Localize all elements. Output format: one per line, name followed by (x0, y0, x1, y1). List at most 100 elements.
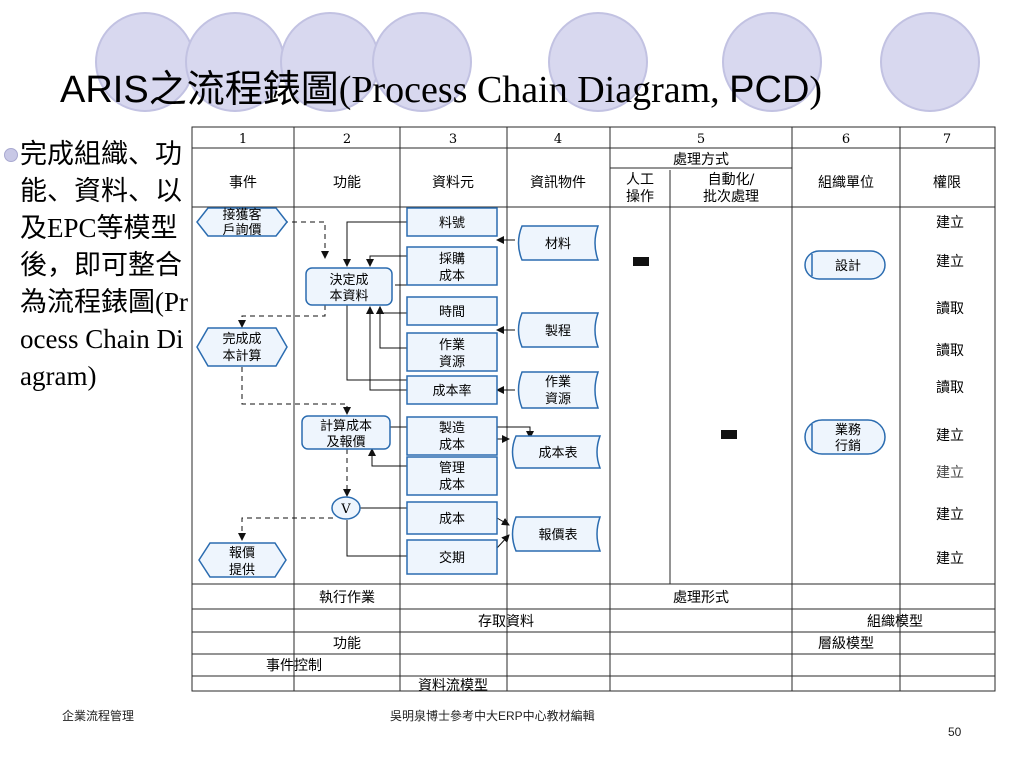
legend-exec-ops: 執行作業 (319, 590, 375, 606)
function-box (305, 267, 393, 306)
data-element-label: 交期 (439, 550, 465, 566)
function-label: 及報價 (326, 435, 365, 450)
connector-circle (331, 496, 361, 520)
footer-left: 企業流程管理 (62, 709, 135, 723)
org-unit-label: 業務 (835, 422, 861, 438)
data-element-label: 製造 (439, 421, 465, 436)
header-info-object: 資訊物件 (530, 175, 586, 191)
legend-data-flow-model: 資料流模型 (418, 678, 488, 694)
header-automated: 自動化/ (708, 172, 755, 188)
event-label: 報價 (229, 546, 255, 561)
header-data-element: 資料元 (432, 175, 474, 191)
info-object-label: 作業 (545, 374, 571, 390)
data-element-label: 時間 (439, 305, 465, 320)
event-label: 完成成 (222, 332, 261, 347)
flow-line (496, 517, 510, 526)
legend-org-model: 組織模型 (867, 614, 923, 630)
data-element-box (406, 332, 498, 372)
title-abbr: PCD (729, 69, 810, 111)
col-number: 2 (343, 132, 351, 147)
org-unit-shape (804, 250, 886, 280)
bullet-icon (4, 148, 18, 162)
flow-line (346, 520, 407, 557)
info-object-shape (517, 371, 600, 409)
manual-marker (633, 257, 649, 266)
function-label: 本資料 (329, 289, 368, 304)
data-element-box (406, 416, 498, 456)
flow-line (376, 306, 407, 314)
flow-line (238, 517, 333, 541)
legend-function: 功能 (333, 636, 361, 652)
col-number: 1 (239, 132, 247, 147)
decor-circle (722, 12, 822, 112)
info-object-shape (517, 312, 600, 348)
col-number: 5 (697, 132, 705, 147)
data-element-label: 資源 (439, 355, 465, 370)
info-object-label: 資源 (545, 392, 571, 407)
info-object-shape (517, 225, 600, 261)
col-number: 4 (554, 132, 562, 147)
data-element-box (406, 375, 498, 405)
permission-label: 讀取 (936, 343, 964, 359)
data-element-label: 成本 (439, 438, 465, 453)
flow-line (368, 448, 407, 467)
data-element-label: 管理 (439, 461, 465, 476)
header-function: 功能 (333, 175, 361, 191)
decor-circle (548, 12, 648, 112)
event-label: 戶詢價 (222, 222, 261, 238)
function-label: 計算成本 (320, 418, 372, 434)
data-element-box (406, 246, 498, 286)
decor-circle (880, 12, 980, 112)
permission-label: 建立 (936, 551, 964, 567)
permission-label: 讀取 (936, 301, 964, 317)
data-element-label: 成本 (439, 512, 465, 527)
event-hexagon (196, 207, 288, 237)
page-number: 50 (948, 725, 962, 739)
data-element-box (406, 207, 498, 237)
flow-line (241, 367, 351, 415)
header-permission: 權限 (933, 175, 961, 191)
org-unit-label: 行銷 (835, 438, 861, 454)
data-element-label: 採購 (439, 252, 465, 267)
legend-hierarchy-model: 層級模型 (818, 636, 874, 652)
info-object-label: 報價表 (538, 528, 577, 543)
data-element-label: 作業 (439, 337, 465, 353)
flow-line (238, 305, 326, 328)
data-element-box (406, 539, 498, 575)
data-element-box (406, 296, 498, 326)
col-number: 6 (842, 132, 850, 147)
flow-line (496, 534, 510, 549)
decor-circle (185, 12, 285, 112)
header-processing-method: 處理方式 (673, 152, 729, 168)
event-label: 本計算 (222, 348, 261, 364)
org-unit-label: 設計 (835, 258, 861, 274)
info-object-label: 成本表 (538, 446, 577, 461)
function-box (301, 415, 391, 450)
data-element-label: 成本 (439, 478, 465, 493)
table-grid (191, 126, 996, 692)
event-hexagon (198, 542, 287, 578)
flow-line (366, 306, 407, 391)
info-object-shape (511, 435, 602, 469)
info-object-label: 製程 (545, 324, 571, 339)
title-main: ARIS之流程錶圖 (60, 69, 339, 111)
header-event: 事件 (229, 175, 257, 191)
legend-process-form: 處理形式 (673, 590, 729, 606)
decor-circle (372, 12, 472, 112)
col-number: 7 (943, 132, 951, 147)
header-org-unit: 組織單位 (818, 175, 874, 191)
data-element-label: 成本率 (432, 383, 471, 399)
flow-line (366, 255, 407, 267)
event-label: 提供 (229, 562, 255, 578)
permission-label: 建立 (936, 254, 964, 270)
function-label: 決定成 (329, 273, 368, 288)
permission-label: 建立 (936, 215, 964, 231)
legend-access-data: 存取資料 (478, 614, 534, 630)
event-hexagon (196, 327, 288, 367)
permission-label: 讀取 (936, 380, 964, 396)
footer-center: 吳明泉博士參考中大ERP中心教材編輯 (390, 709, 595, 723)
info-object-label: 材料 (545, 237, 571, 252)
automated-marker (721, 430, 737, 439)
decor-circle (95, 12, 195, 112)
decor-circle (280, 12, 380, 112)
